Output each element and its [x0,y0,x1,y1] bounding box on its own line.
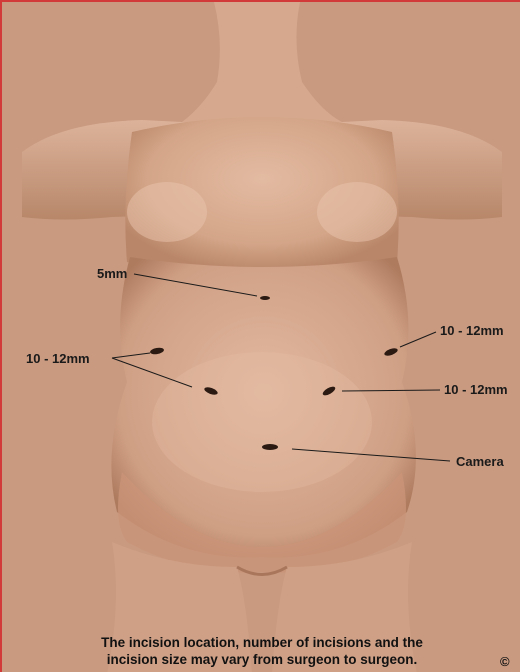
neck-shape [182,2,342,122]
incision-camera [262,444,278,450]
label-5mm: 5mm [97,267,127,280]
caption-line-2: incision size may vary from surgeon to s… [32,651,492,668]
copyright-symbol: © [500,654,510,669]
label-right-upper-10-12mm: 10 - 12mm [440,324,504,337]
label-right-lower-10-12mm: 10 - 12mm [444,383,508,396]
label-left-10-12mm: 10 - 12mm [26,352,90,365]
caption: The incision location, number of incisio… [32,634,492,668]
caption-line-1: The incision location, number of incisio… [32,634,492,651]
incision-5mm [260,296,270,300]
label-camera: Camera [456,455,504,468]
